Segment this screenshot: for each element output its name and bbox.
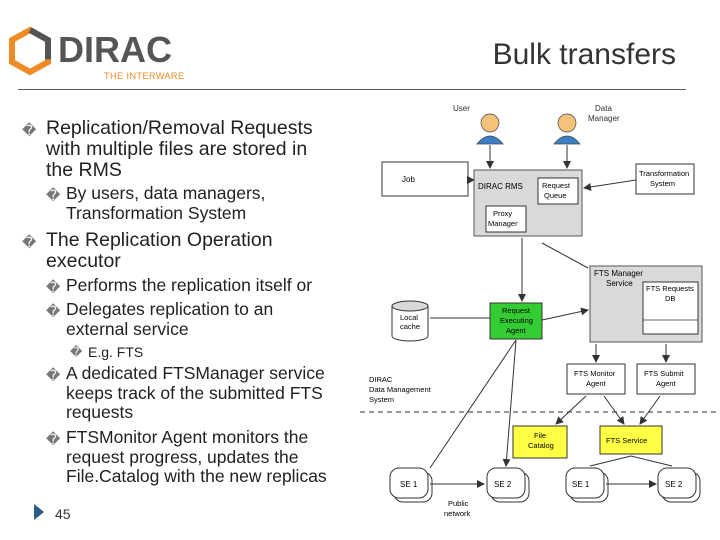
fts-monitor-agent-label: Agent xyxy=(586,379,607,388)
fts-submit-agent-label: Agent xyxy=(656,379,677,388)
title-divider xyxy=(18,89,686,90)
monitor-to-catalog-arrow xyxy=(555,395,587,425)
request-queue-label: Queue xyxy=(544,191,567,200)
bullet-line: By users, data managers, xyxy=(66,183,266,203)
bullet-line: requests xyxy=(66,402,134,422)
fts-monitor-agent-box xyxy=(566,363,626,395)
bullet-marker: � xyxy=(46,367,61,383)
bullet-marker: � xyxy=(46,303,61,319)
bullet-marker: � xyxy=(70,345,83,359)
local-cache-icon xyxy=(391,300,429,342)
se-label: SE 1 xyxy=(572,480,590,489)
fts-submit-agent-box xyxy=(636,363,696,395)
fts-service-label: FTS Service xyxy=(606,436,647,445)
fts-requests-db-icon xyxy=(642,281,699,335)
bullet-line: E.g. FTS xyxy=(88,344,144,360)
bullet-line: File.Catalog with the new replicas xyxy=(66,466,327,486)
public-network-label: network xyxy=(444,509,471,518)
bullet-line: Performs the replication itself or xyxy=(66,275,313,295)
data-manager-label: Data xyxy=(595,104,612,113)
dirac-dms-label: DIRAC xyxy=(369,375,393,384)
dirac-dms-label: Data Management xyxy=(369,385,432,394)
bullet-line: keeps track of the submitted FTS xyxy=(66,382,323,403)
rms-fts-line xyxy=(541,242,589,269)
submit-to-fts-arrow xyxy=(639,395,661,425)
data-manager-label: Manager xyxy=(588,114,620,123)
dirac-hexagon-icon xyxy=(9,26,51,78)
proxy-manager-label: Manager xyxy=(488,219,518,228)
fts-to-se2-line xyxy=(630,455,673,467)
bullet-list: � Replication/Removal Requests with mult… xyxy=(22,117,327,486)
bullet-marker: � xyxy=(46,431,61,447)
bullet-line: Transformation System xyxy=(66,203,247,223)
bullet-marker: � xyxy=(22,122,37,138)
dirac-rms-label: DIRAC RMS xyxy=(478,182,523,191)
request-queue-box xyxy=(537,177,579,205)
storage-element-se2-a xyxy=(486,467,530,503)
storage-element-se2-b xyxy=(657,467,701,503)
bullet-line: A dedicated FTSManager service xyxy=(66,363,325,383)
transformation-system-label: System xyxy=(650,179,675,188)
file-catalog-label: Catalog xyxy=(528,441,554,450)
job-label: Job xyxy=(402,175,415,184)
job-box xyxy=(381,161,469,197)
page-marker-icon xyxy=(34,504,44,520)
file-catalog-label: File xyxy=(534,431,546,440)
request-queue-label: Request xyxy=(542,181,571,190)
fts-monitor-agent-label: FTS Monitor xyxy=(574,369,616,378)
request-executing-agent-label: Request xyxy=(502,306,531,315)
storage-element-se1-a xyxy=(389,467,433,503)
bullet-line: external service xyxy=(66,318,189,339)
user-label: User xyxy=(453,104,470,113)
agent-to-se1-line xyxy=(429,339,517,469)
fts-requests-db-label: FTS Requests xyxy=(646,284,694,293)
page-number: 45 xyxy=(55,506,71,522)
local-cache-label: cache xyxy=(400,322,420,331)
se-label: SE 2 xyxy=(665,480,683,489)
bullet-line: Replication/Removal Requests xyxy=(46,117,313,139)
bullet-line: with multiple files are stored in xyxy=(46,138,308,160)
dirac-dms-label: System xyxy=(369,395,394,404)
user-icon xyxy=(476,113,504,145)
request-executing-agent-label: Agent xyxy=(506,326,527,335)
request-executing-agent-box xyxy=(489,302,543,340)
file-catalog-box xyxy=(512,425,568,459)
proxy-manager-box xyxy=(485,205,527,233)
bullet-line: FTSMonitor Agent monitors the xyxy=(66,427,309,447)
se-label: SE 1 xyxy=(400,480,418,489)
ts-to-rms-arrow xyxy=(583,179,637,191)
transformation-system-label: Transformation xyxy=(639,169,689,178)
request-executing-agent-label: Executing xyxy=(500,316,533,325)
bullet-line: Delegates replication to an xyxy=(66,299,274,319)
logo-text: DIRAC xyxy=(58,29,172,70)
public-network-label: Public xyxy=(448,499,469,508)
proxy-manager-label: Proxy xyxy=(493,209,512,218)
bullet-marker: � xyxy=(22,234,37,250)
fts-service-box xyxy=(599,425,663,455)
fts-manager-service-label: Service xyxy=(606,279,633,288)
se-label: SE 2 xyxy=(494,480,512,489)
slide-title: Bulk transfers xyxy=(492,38,676,71)
local-cache-label: Local xyxy=(400,313,418,322)
data-manager-icon xyxy=(553,113,581,145)
dirac-logo: DIRAC THE INTERWARE xyxy=(9,26,185,81)
bullet-line: The Replication Operation xyxy=(46,229,273,251)
fts-manager-service-label: FTS Manager xyxy=(594,269,643,278)
fts-submit-agent-label: FTS Submit xyxy=(644,369,685,378)
fts-requests-db-label: DB xyxy=(665,294,675,303)
logo-tagline: THE INTERWARE xyxy=(104,71,185,81)
bullet-line: request progress, updates the xyxy=(66,446,299,467)
storage-element-se1-b xyxy=(565,467,609,503)
bullet-line: the RMS xyxy=(46,159,122,181)
fts-to-se1-line xyxy=(589,455,632,467)
agent-to-fts-manager-arrow xyxy=(541,307,589,321)
transformation-system-box xyxy=(635,163,695,195)
architecture-diagram: User Data Manager Job DIRAC RMS Request … xyxy=(360,104,720,518)
bullet-marker: � xyxy=(46,279,61,295)
agent-to-se2-arrow xyxy=(502,339,517,467)
monitor-to-fts-arrow xyxy=(603,395,625,425)
bullet-line: executor xyxy=(46,250,121,272)
bullet-marker: � xyxy=(46,187,61,203)
